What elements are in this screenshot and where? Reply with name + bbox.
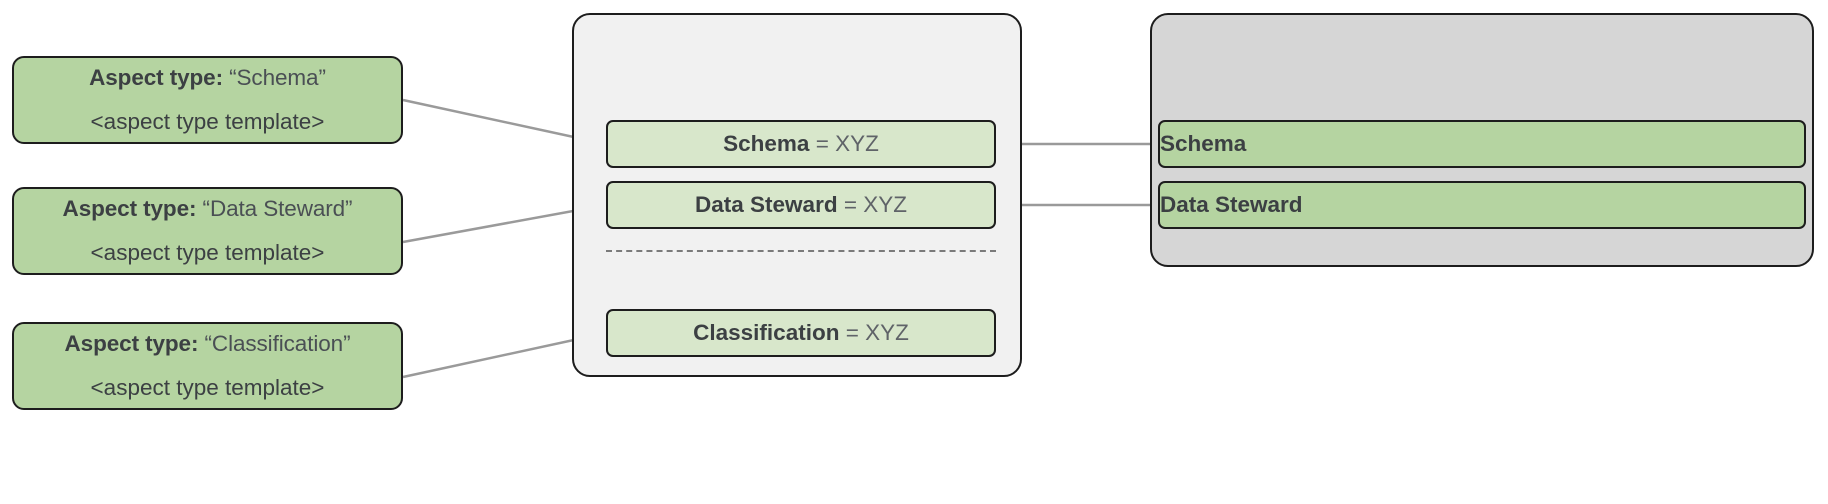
aspect-type-key: Aspect type:: [64, 331, 199, 356]
entry-aspect-chip-data-steward[interactable]: Data Steward = XYZ: [606, 181, 996, 229]
aspect-type-name: “Classification”: [204, 331, 351, 356]
entry-aspect-name: Classification: [693, 320, 840, 345]
aspect-type-title: Aspect type: “Data Steward”: [63, 196, 353, 222]
aspect-type-card-schema[interactable]: Aspect type: “Schema” <aspect type templ…: [12, 56, 403, 144]
entry-type-aspect-name: Data Steward: [1160, 192, 1303, 217]
entry-aspect-name: Schema: [723, 131, 810, 156]
aspect-type-template: <aspect type template>: [90, 375, 325, 400]
entry-aspect-assignment: = XYZ: [839, 320, 909, 345]
entry-aspect-name: Data Steward: [695, 192, 838, 217]
entry-aspect-chip-text: Schema = XYZ: [723, 131, 879, 157]
entry-aspect-assignment: = XYZ: [837, 192, 907, 217]
aspect-type-card-classification[interactable]: Aspect type: “Classification” <aspect ty…: [12, 322, 403, 410]
entry-aspect-chip-schema[interactable]: Schema = XYZ: [606, 120, 996, 168]
entry-type-aspect-chip-text: Data Steward: [1160, 192, 1804, 218]
entry-required-optional-divider: [606, 250, 996, 252]
entry-aspect-assignment: = XYZ: [809, 131, 879, 156]
entry-aspect-chip-text: Data Steward = XYZ: [695, 192, 907, 218]
aspect-type-card-data-steward[interactable]: Aspect type: “Data Steward” <aspect type…: [12, 187, 403, 275]
aspect-type-key: Aspect type:: [89, 65, 223, 90]
aspect-type-name: “Schema”: [229, 65, 326, 90]
entry-type-aspect-chip-schema[interactable]: Schema: [1158, 120, 1806, 168]
entry-aspect-chip-text: Classification = XYZ: [693, 320, 909, 346]
aspect-type-title: Aspect type: “Classification”: [65, 331, 351, 357]
aspect-type-title: Aspect type: “Schema”: [89, 65, 326, 91]
entry-aspect-chip-classification[interactable]: Classification = XYZ: [606, 309, 996, 357]
aspect-type-name: “Data Steward”: [202, 196, 353, 221]
entry-type-aspect-chip-data-steward[interactable]: Data Steward: [1158, 181, 1806, 229]
aspect-type-template: <aspect type template>: [90, 109, 325, 134]
aspect-type-template: <aspect type template>: [90, 240, 325, 265]
entry-type-aspect-chip-text: Schema: [1160, 131, 1804, 157]
entry-type-aspect-name: Schema: [1160, 131, 1247, 156]
aspect-type-key: Aspect type:: [62, 196, 197, 221]
